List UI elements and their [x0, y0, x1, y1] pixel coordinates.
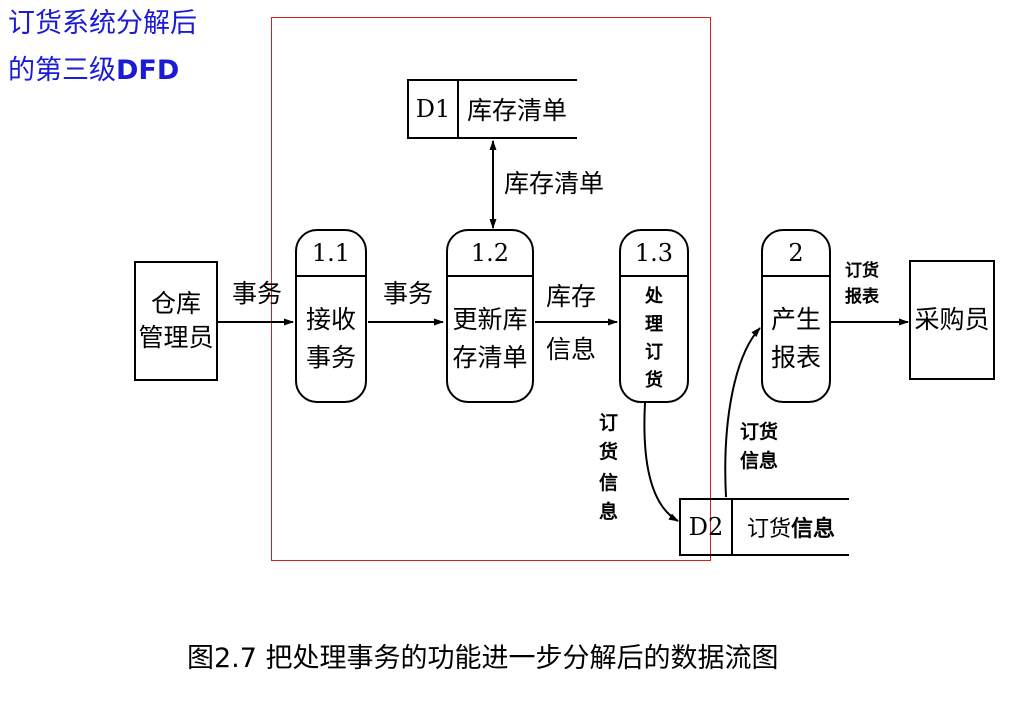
process-char: 货 [645, 370, 663, 391]
flow-label-13-d2-char: 信 [599, 472, 619, 494]
store-name-prefix: 订货 [747, 517, 792, 542]
slide-title-line2: 的第三级DFD [8, 53, 179, 89]
title-suffix: DFD [116, 55, 180, 86]
flow-label-d2-2-line1: 订货 [740, 421, 779, 443]
process-1-3: 1.3 处 理 订 货 [619, 229, 689, 403]
store-id: D1 [409, 81, 459, 137]
entity-warehouse-line1: 仓库 [150, 289, 201, 318]
slide-title-line1: 订货系统分解后 [8, 8, 197, 39]
data-store-d1: D1 库存清单 [407, 79, 577, 139]
store-name-suffix: 信息 [791, 517, 836, 542]
store-name: 库存清单 [467, 96, 568, 125]
flow-label-2-out-line2: 报表 [845, 287, 879, 307]
title-prefix: 的第三级 [8, 55, 116, 86]
flow-curve-13-d2 [643, 402, 679, 522]
process-label-line2: 存清单 [452, 343, 528, 372]
process-label-line2: 报表 [770, 343, 821, 372]
process-number: 2 [763, 231, 829, 277]
flow-label-12-13-line2: 信息 [546, 335, 597, 364]
data-store-d2: D2 订货信息 [679, 498, 849, 556]
process-1-2: 1.2 更新库 存清单 [446, 229, 534, 403]
flow-label-13-d2-char: 货 [599, 441, 619, 463]
entity-warehouse-manager: 仓库 管理员 [134, 261, 218, 381]
process-label-line1: 更新库 [452, 305, 528, 334]
entity-warehouse-line2: 管理员 [138, 323, 214, 352]
process-label-line1: 接收 [305, 305, 356, 334]
process-number: 1.3 [621, 231, 687, 277]
flow-label-12-13-line1: 库存 [546, 282, 597, 311]
store-name: 订货信息 [747, 500, 835, 554]
flow-label-d2-2-line2: 信息 [740, 450, 779, 472]
process-2: 2 产生 报表 [761, 229, 831, 403]
flow-label-2-out-line1: 订货 [845, 261, 879, 281]
process-label-line2: 事务 [305, 343, 356, 372]
process-char: 处 [645, 286, 663, 307]
process-label-line1: 产生 [770, 305, 821, 334]
flow-label-in: 事务 [232, 279, 283, 308]
process-char: 订 [645, 342, 663, 363]
highlight-frame [271, 17, 711, 561]
entity-buyer: 采购员 [909, 260, 995, 380]
flow-label-11-12: 事务 [383, 279, 434, 308]
process-char: 理 [645, 314, 663, 335]
flow-curve-d2-2 [724, 327, 761, 498]
flow-label-13-d2-char: 息 [599, 501, 619, 523]
process-number: 1.1 [297, 231, 365, 277]
process-number: 1.2 [448, 231, 532, 277]
flow-label-13-d2-char: 订 [599, 412, 619, 434]
figure-caption: 图2.7 把处理事务的功能进一步分解后的数据流图 [187, 643, 779, 674]
process-1-1: 1.1 接收 事务 [295, 229, 367, 403]
entity-buyer-label: 采购员 [914, 305, 990, 334]
store-id: D2 [681, 500, 733, 554]
flow-label-d1: 库存清单 [504, 169, 605, 198]
